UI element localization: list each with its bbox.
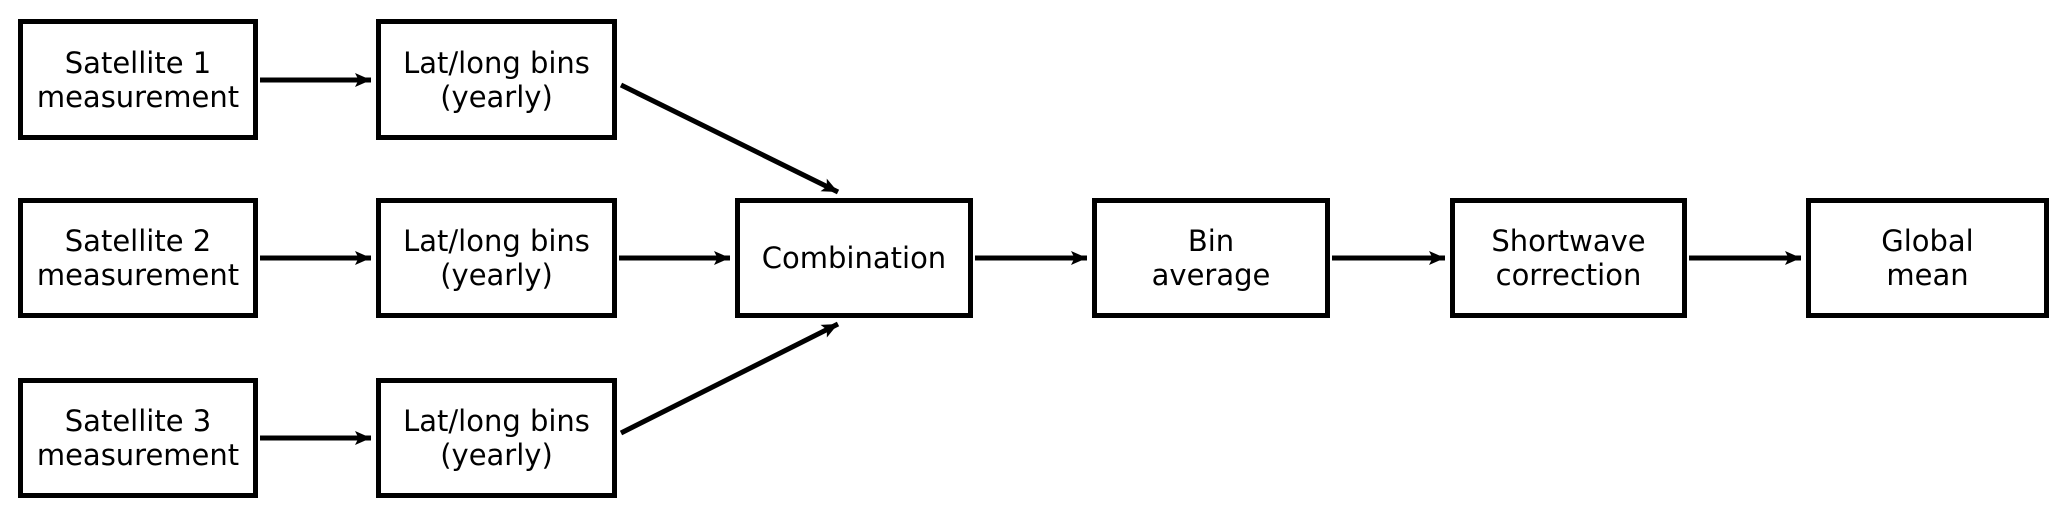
- node-latlong-bins-3: Lat/long bins (yearly): [376, 378, 617, 498]
- arrow-bins-1-to-combination: [619, 82, 840, 195]
- node-label: Satellite 2 measurement: [36, 224, 240, 292]
- node-label: Shortwave correction: [1491, 224, 1646, 292]
- node-label: Lat/long bins (yearly): [403, 224, 590, 292]
- node-label: Lat/long bins (yearly): [403, 404, 590, 472]
- node-label: Bin average: [1151, 224, 1271, 292]
- node-latlong-bins-2: Lat/long bins (yearly): [376, 198, 617, 318]
- node-shortwave-correction: Shortwave correction: [1450, 198, 1687, 318]
- node-satellite-3-measurement: Satellite 3 measurement: [18, 378, 258, 498]
- node-label: Combination: [761, 241, 947, 275]
- arrow-bins-3-to-combination: [619, 321, 840, 436]
- node-global-mean: Global mean: [1806, 198, 2049, 318]
- node-satellite-2-measurement: Satellite 2 measurement: [18, 198, 258, 318]
- node-label: Satellite 1 measurement: [36, 45, 240, 114]
- node-combination: Combination: [735, 198, 973, 318]
- node-bin-average: Bin average: [1092, 198, 1330, 318]
- node-latlong-bins-1: Lat/long bins (yearly): [376, 19, 617, 140]
- node-label: Global mean: [1881, 224, 1974, 292]
- node-satellite-1-measurement: Satellite 1 measurement: [18, 19, 258, 140]
- node-label: Lat/long bins (yearly): [403, 45, 590, 114]
- node-label: Satellite 3 measurement: [36, 404, 240, 472]
